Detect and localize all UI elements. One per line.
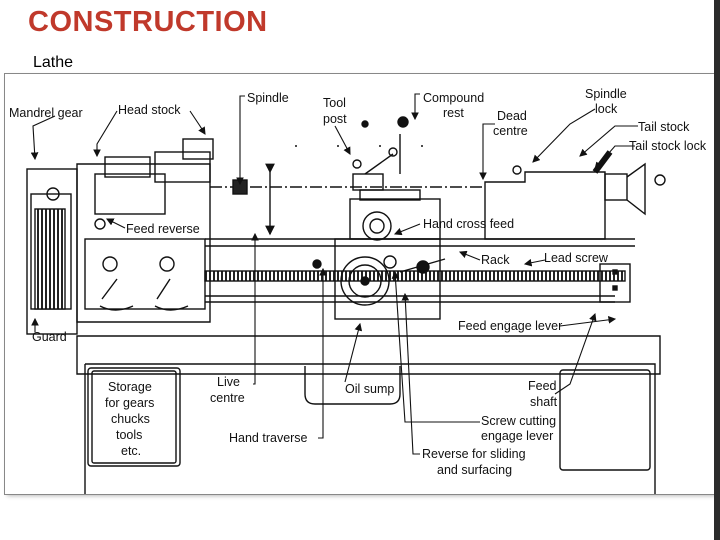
lathe-drawing — [26, 116, 666, 494]
label-screw-cutting-1: Screw cutting — [481, 414, 556, 428]
label-feed-shaft-1: Feed — [528, 379, 557, 393]
label-screw-cutting-2: engage lever — [481, 429, 553, 443]
label-dead-centre-1: Dead — [497, 109, 527, 123]
label-compound-rest-2: rest — [443, 106, 464, 120]
label-reverse-sliding-2: and surfacing — [437, 463, 512, 477]
label-storage-2: for gears — [105, 396, 154, 410]
slide-subtitle: Lathe — [33, 54, 74, 71]
label-spindle-lock-1: Spindle — [585, 87, 627, 101]
label-storage-5: etc. — [121, 444, 141, 458]
label-hand-cross-feed: Hand cross feed — [423, 217, 514, 231]
label-guard: Guard — [32, 330, 67, 344]
label-storage-4: tools — [116, 428, 142, 442]
label-storage-1: Storage — [108, 380, 152, 394]
label-mandrel-gear: Mandrel gear — [9, 106, 83, 120]
label-hand-traverse: Hand traverse — [229, 431, 308, 445]
label-tail-stock-lock: Tail stock lock — [629, 139, 707, 153]
label-feed-reverse: Feed reverse — [126, 222, 200, 236]
lathe-diagram: Mandrel gear Head stock Spindle Tool pos… — [9, 87, 707, 494]
label-spindle-lock-2: lock — [595, 102, 618, 116]
label-tool-post-2: post — [323, 112, 347, 126]
leader-lines — [30, 93, 638, 455]
label-reverse-sliding-1: Reverse for sliding — [422, 447, 526, 461]
label-rack: Rack — [481, 253, 510, 267]
diagram-panel — [5, 74, 715, 494]
label-tool-post-1: Tool — [323, 96, 346, 110]
label-feed-shaft-2: shaft — [530, 395, 558, 409]
label-dead-centre-2: centre — [493, 124, 528, 138]
label-tail-stock: Tail stock — [638, 120, 690, 134]
label-spindle: Spindle — [247, 91, 289, 105]
slide-edge-bar — [714, 0, 720, 540]
label-compound-rest-1: Compound — [423, 91, 484, 105]
label-lead-screw: Lead screw — [544, 251, 609, 265]
label-oil-sump: Oil sump — [345, 382, 394, 396]
label-live-centre-2: centre — [210, 391, 245, 405]
label-live-centre-1: Live — [217, 375, 240, 389]
label-storage-3: chucks — [111, 412, 150, 426]
label-head-stock: Head stock — [118, 103, 181, 117]
slide-title: CONSTRUCTION — [28, 6, 268, 38]
label-feed-engage-lever: Feed engage lever — [458, 319, 562, 333]
